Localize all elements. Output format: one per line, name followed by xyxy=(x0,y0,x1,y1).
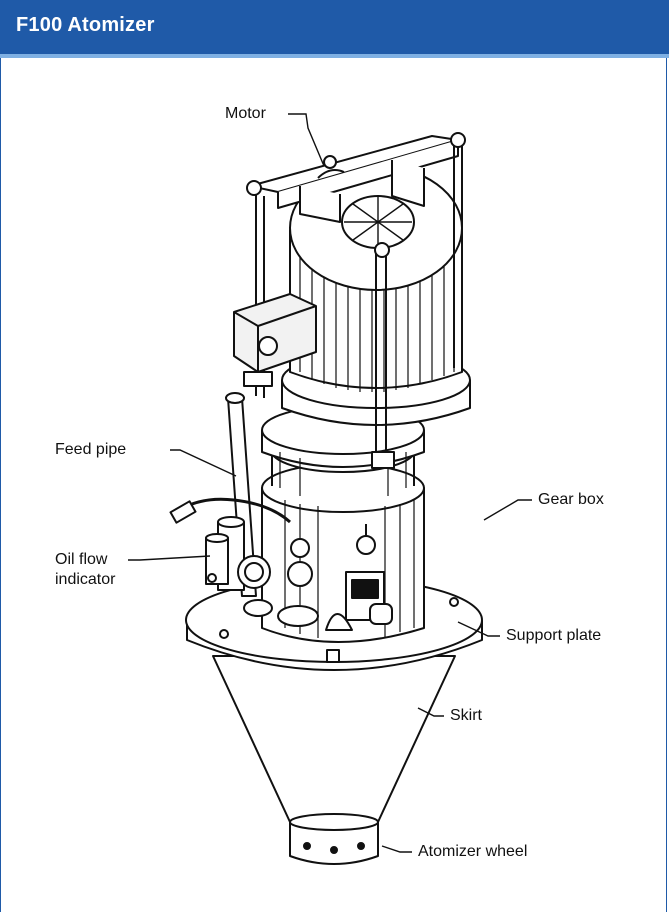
label-oil-flow-line1: Oil flow xyxy=(55,551,108,568)
motor-leader xyxy=(288,113,325,167)
label-skirt: Skirt xyxy=(450,707,482,724)
label-support-plate: Support plate xyxy=(506,627,602,644)
feed-pipe-leader xyxy=(170,449,237,477)
atomizer-wheel-leader xyxy=(381,845,412,853)
panel-title: F100 Atomizer xyxy=(16,14,155,36)
support-plate-leader xyxy=(457,621,500,637)
label-feed-pipe: Feed pipe xyxy=(55,441,127,458)
oil-flow-leader xyxy=(128,555,211,561)
gear-box-leader xyxy=(483,499,532,521)
panel-header: F100 Atomizer xyxy=(0,0,669,58)
label-motor: Motor xyxy=(225,105,266,122)
label-oil-flow-line2: indicator xyxy=(55,571,116,588)
label-atomizer-wheel: Atomizer wheel xyxy=(418,843,528,860)
skirt-cone xyxy=(212,655,456,823)
skirt-leader xyxy=(417,707,444,717)
label-gear-box: Gear box xyxy=(538,491,604,508)
atomizer-wheel xyxy=(289,821,379,865)
